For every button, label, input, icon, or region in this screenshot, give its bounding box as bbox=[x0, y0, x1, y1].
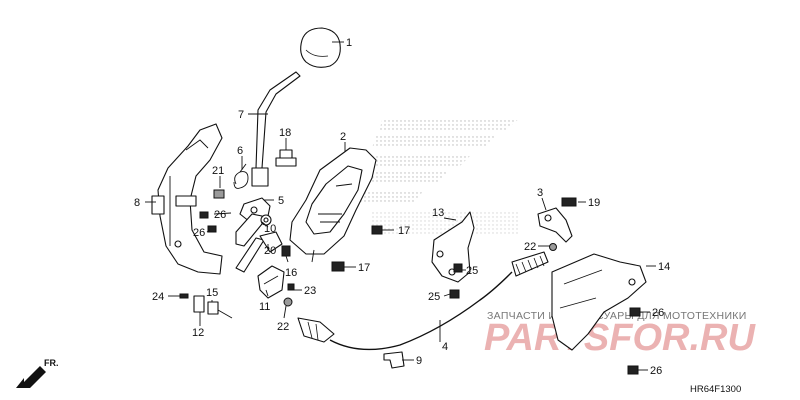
callout-26c: 26 bbox=[652, 307, 664, 319]
callout-26a: 26 bbox=[214, 209, 226, 221]
watermark: ЗАПЧАСТИ И АКСЕССУАРЫ ДЛЯ МОТОТЕХНИКИ PA… bbox=[484, 310, 756, 359]
shift-cable bbox=[297, 251, 549, 351]
callouts: 1 2 3 4 5 6 7 8 9 10 11 12 13 14 15 16 1… bbox=[134, 37, 670, 377]
cover-14 bbox=[551, 253, 647, 351]
callout-18: 18 bbox=[279, 127, 291, 139]
bolt-25b bbox=[449, 289, 460, 299]
bolt-17a bbox=[371, 225, 383, 235]
bolt-26b bbox=[207, 225, 217, 233]
bolt-16 bbox=[281, 245, 291, 257]
shift-knob bbox=[300, 27, 341, 68]
callout-25a: 25 bbox=[466, 265, 478, 277]
cable-clamp-9 bbox=[383, 351, 405, 369]
watermark-logo: PARTSFOR.RU bbox=[484, 317, 756, 359]
callout-2: 2 bbox=[340, 131, 346, 143]
callout-23: 23 bbox=[304, 285, 316, 297]
clip-23 bbox=[287, 283, 295, 291]
callout-6: 6 bbox=[237, 145, 243, 157]
callout-22a: 22 bbox=[277, 321, 289, 333]
callout-17b: 17 bbox=[358, 262, 370, 274]
pin-24 bbox=[179, 293, 189, 299]
front-label: FR. bbox=[44, 358, 59, 368]
cable-bracket-11 bbox=[257, 265, 285, 299]
callout-15: 15 bbox=[206, 287, 218, 299]
callout-9: 9 bbox=[416, 355, 422, 367]
callout-21: 21 bbox=[212, 165, 224, 177]
shift-guide-plate bbox=[289, 147, 377, 263]
drawing-code: HR64F1300 bbox=[690, 384, 741, 395]
callout-26d: 26 bbox=[650, 365, 662, 377]
leader-lines bbox=[145, 41, 656, 371]
callout-11: 11 bbox=[259, 301, 270, 313]
bolt-26d bbox=[627, 365, 639, 375]
bolt-26a bbox=[199, 211, 209, 219]
front-arrow-icon bbox=[16, 366, 46, 388]
nut-21 bbox=[213, 189, 225, 199]
bolt-25a bbox=[453, 263, 463, 273]
callout-10: 10 bbox=[264, 223, 276, 235]
washer-22a bbox=[283, 297, 293, 307]
callout-17a: 17 bbox=[398, 225, 410, 237]
bushing-15 bbox=[207, 301, 219, 315]
callout-1: 1 bbox=[346, 37, 352, 49]
callout-24: 24 bbox=[152, 291, 164, 303]
shift-lever-rod bbox=[251, 71, 301, 187]
washer-22b bbox=[549, 243, 557, 251]
callout-13: 13 bbox=[432, 207, 444, 219]
selector-arm-3 bbox=[537, 207, 573, 243]
wing-emblem-background bbox=[348, 118, 520, 236]
callout-3: 3 bbox=[537, 187, 543, 199]
bolt-19 bbox=[561, 197, 577, 207]
linkage-arm-20 bbox=[235, 231, 283, 273]
callout-19: 19 bbox=[588, 197, 600, 209]
callout-25b: 25 bbox=[428, 291, 440, 303]
callout-4: 4 bbox=[442, 341, 448, 353]
callout-14: 14 bbox=[658, 261, 670, 273]
collar-12 bbox=[193, 295, 205, 313]
callout-5: 5 bbox=[278, 195, 284, 207]
callout-16: 16 bbox=[285, 267, 297, 279]
callout-22b: 22 bbox=[524, 241, 536, 253]
linkage-plate-10 bbox=[235, 213, 272, 247]
bolt-17b bbox=[331, 261, 345, 272]
lever-bracket bbox=[151, 123, 223, 275]
front-direction-marker: FR. bbox=[16, 358, 59, 388]
spring-6 bbox=[233, 163, 249, 189]
callout-8: 8 bbox=[134, 197, 140, 209]
bolt-26c bbox=[629, 307, 641, 317]
callout-12: 12 bbox=[192, 327, 204, 339]
callout-26b: 26 bbox=[193, 227, 205, 239]
bolt-18 bbox=[275, 149, 297, 167]
callout-20: 20 bbox=[264, 245, 276, 257]
callout-7: 7 bbox=[238, 109, 244, 121]
